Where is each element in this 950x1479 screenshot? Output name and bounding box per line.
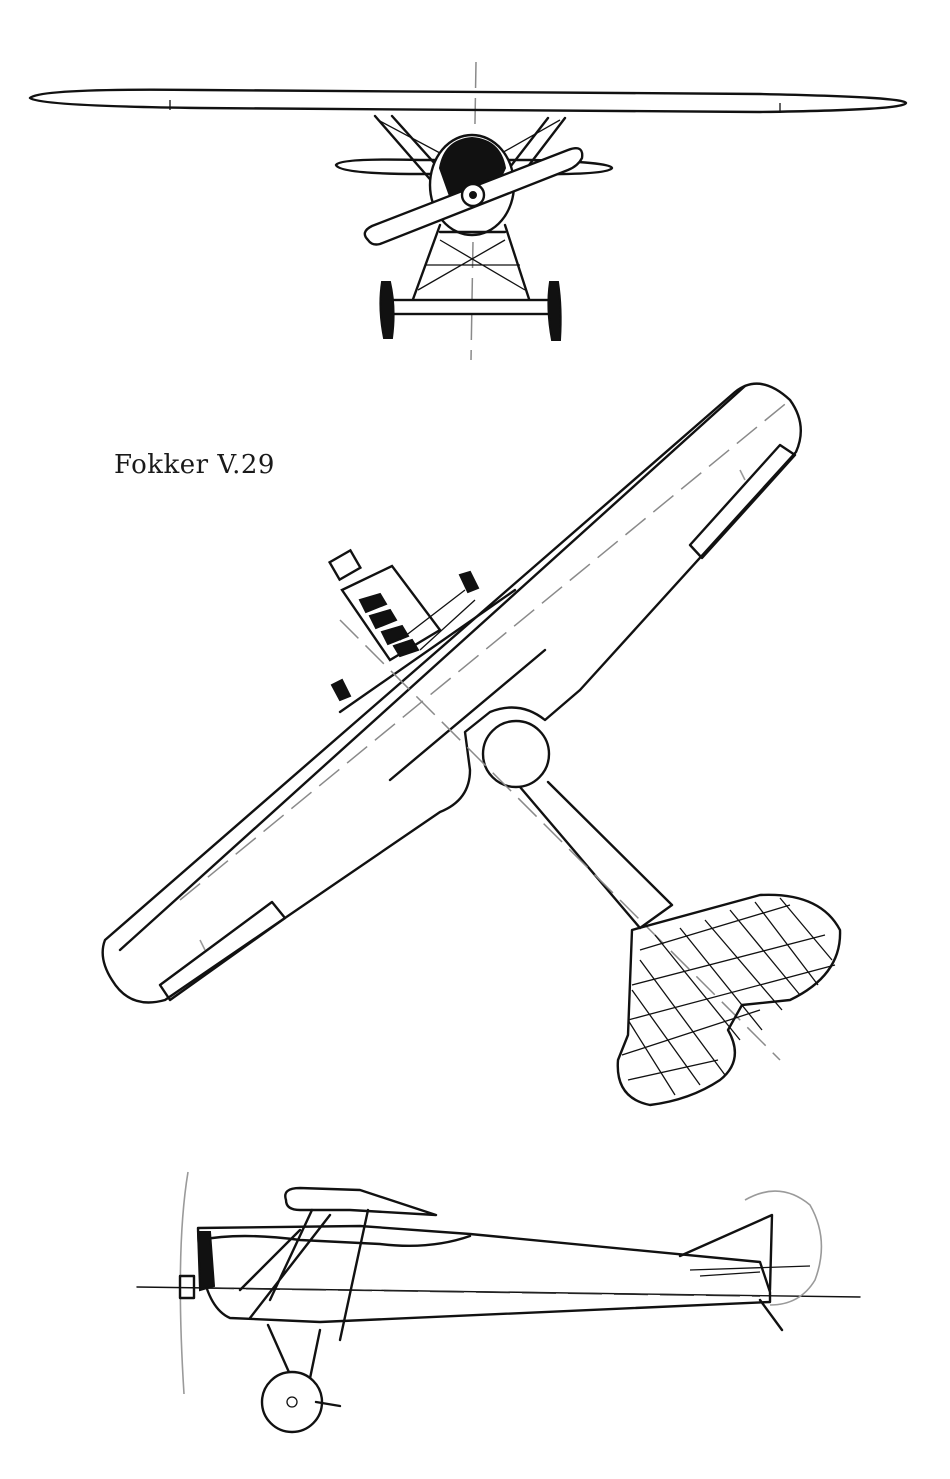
aircraft-caption: Fokker V.29 <box>114 450 275 480</box>
